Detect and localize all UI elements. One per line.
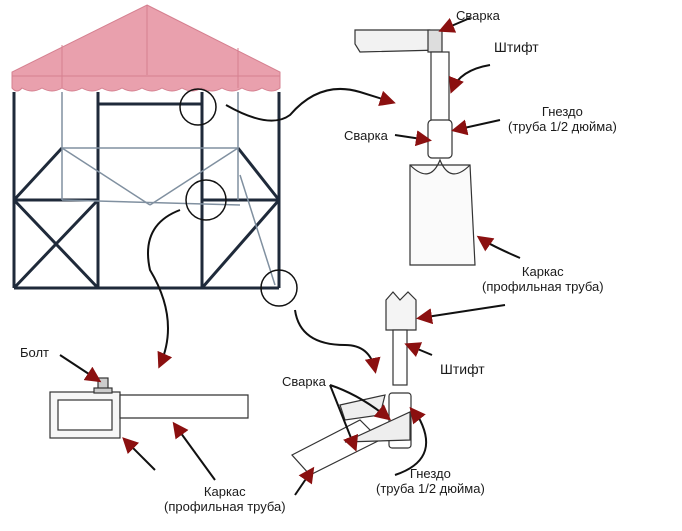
detail-circle-bottom [260, 269, 298, 307]
label-frame-right-title: Каркас [521, 264, 564, 279]
label-frame-left: Каркас (профильная труба) [164, 484, 286, 514]
label-pin-top: Штифт [494, 39, 539, 55]
bolt-joint-detail [49, 377, 249, 439]
detail-circle-top [179, 88, 217, 126]
label-weld-mid: Сварка [344, 128, 388, 143]
label-pin-bottom: Штифт [440, 361, 485, 377]
label-socket-bottom-title: Гнездо [409, 466, 451, 481]
label-weld-bottom: Сварка [282, 374, 326, 389]
label-weld-top: Сварка [456, 8, 500, 23]
label-socket-top: Гнездо (труба 1/2 дюйма) [508, 104, 617, 134]
gazebo-frame [12, 92, 281, 290]
label-socket-bottom: Гнездо (труба 1/2 дюйма) [376, 466, 485, 496]
base-joint-detail [291, 291, 417, 476]
label-frame-left-sub: (профильная труба) [164, 499, 286, 514]
label-frame-right-sub: (профильная труба) [482, 279, 604, 294]
top-detail-arrows [394, 17, 521, 259]
gazebo-back-frame [61, 92, 276, 286]
label-frame-left-title: Каркас [203, 484, 246, 499]
label-bolt: Болт [20, 345, 50, 360]
top-joint-detail [354, 29, 476, 266]
detail-circle-middle [185, 179, 227, 221]
gazebo-roof [11, 4, 281, 92]
label-socket-top-sub: (труба 1/2 дюйма) [508, 119, 617, 134]
label-socket-bottom-sub: (труба 1/2 дюйма) [376, 481, 485, 496]
label-socket-top-title: Гнездо [541, 104, 583, 119]
label-frame-right: Каркас (профильная труба) [482, 264, 604, 294]
base-detail-arrows [294, 304, 506, 496]
bolt-detail-arrows [59, 354, 216, 481]
leader-arrows [147, 88, 396, 374]
